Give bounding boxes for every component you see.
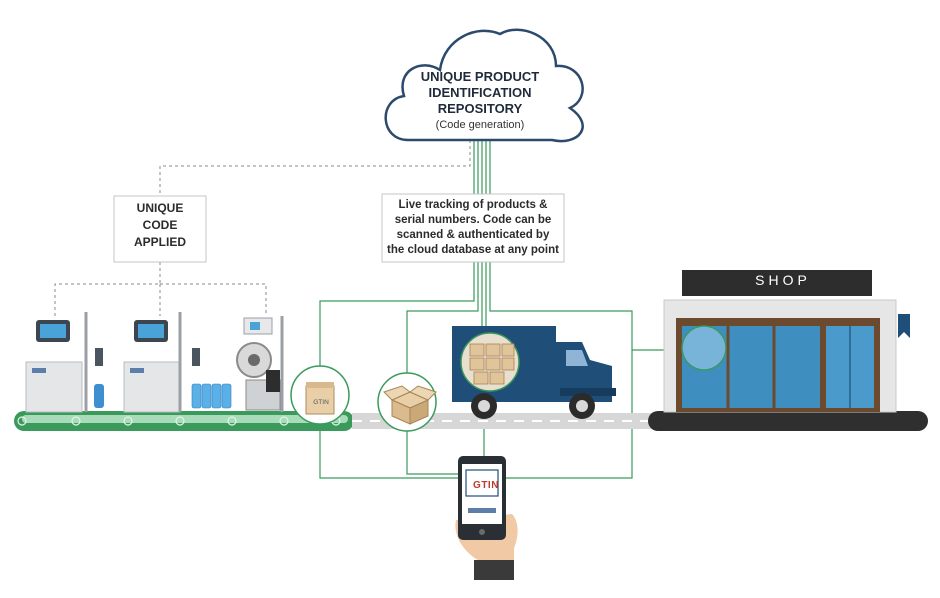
cargo-boxes-icon xyxy=(469,343,515,385)
live-tracking-line-3: scanned & authenticated by xyxy=(396,229,550,241)
unique-code-line-2: CODE xyxy=(142,218,178,232)
printer-machine-2 xyxy=(123,312,232,413)
cloud-subtitle: (Code generation) xyxy=(435,119,525,131)
labeling-machine xyxy=(236,316,284,412)
live-tracking-line-2: serial numbers. Code can be xyxy=(394,214,552,226)
package-code-label: GTIN xyxy=(313,399,329,406)
cloud-title: UNIQUE PRODUCT IDENTIFICATION REPOSITORY xyxy=(405,69,555,117)
unique-code-box xyxy=(113,195,207,263)
live-tracking-box xyxy=(381,193,565,263)
package-box-icon xyxy=(305,382,335,415)
dashed-connector xyxy=(54,140,471,316)
unique-code-line-1: UNIQUE xyxy=(136,201,184,215)
smartphone-scanner xyxy=(455,456,518,580)
shop-sign: SHOP xyxy=(755,272,811,288)
cloud-title-line-1: UNIQUE PRODUCT xyxy=(420,69,540,84)
live-tracking-line-4: the cloud database at any point xyxy=(387,244,559,256)
unique-code-label: UNIQUE CODE APPLIED xyxy=(116,200,204,251)
open-box-icon xyxy=(383,385,437,425)
road-dark xyxy=(648,411,928,431)
unique-code-line-3: APPLIED xyxy=(133,235,186,249)
live-tracking-label: Live tracking of products & serial numbe… xyxy=(384,198,562,258)
cloud-title-line-3: REPOSITORY xyxy=(437,101,523,116)
phone-code-label: GTIN xyxy=(473,480,499,491)
live-tracking-line-1: Live tracking of products & xyxy=(398,199,548,211)
cloud-title-line-2: IDENTIFICATION xyxy=(428,85,532,100)
printer-machine-1 xyxy=(25,312,104,413)
shop-magnifier xyxy=(681,325,727,371)
cloud-shape xyxy=(384,28,584,143)
conveyor-belt xyxy=(14,411,354,431)
